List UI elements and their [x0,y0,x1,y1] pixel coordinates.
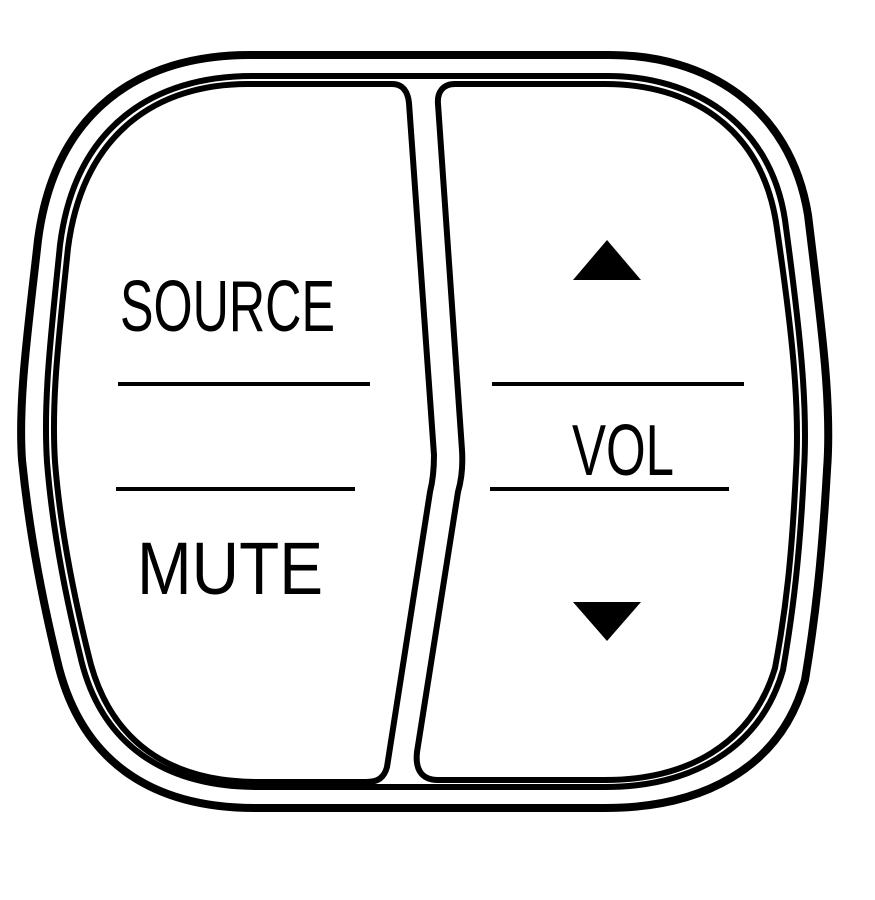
source-mute-button-outline[interactable] [50,81,437,785]
triangle-down-icon[interactable] [573,602,641,641]
inner-housing-outline [42,73,809,790]
outer-housing-outline [17,51,833,812]
mute-label: MUTE [137,527,323,610]
volume-label: VOL [572,411,674,491]
volume-button-outline[interactable] [413,81,801,783]
source-label: SOURCE [120,267,335,347]
triangle-up-icon[interactable] [573,240,641,280]
